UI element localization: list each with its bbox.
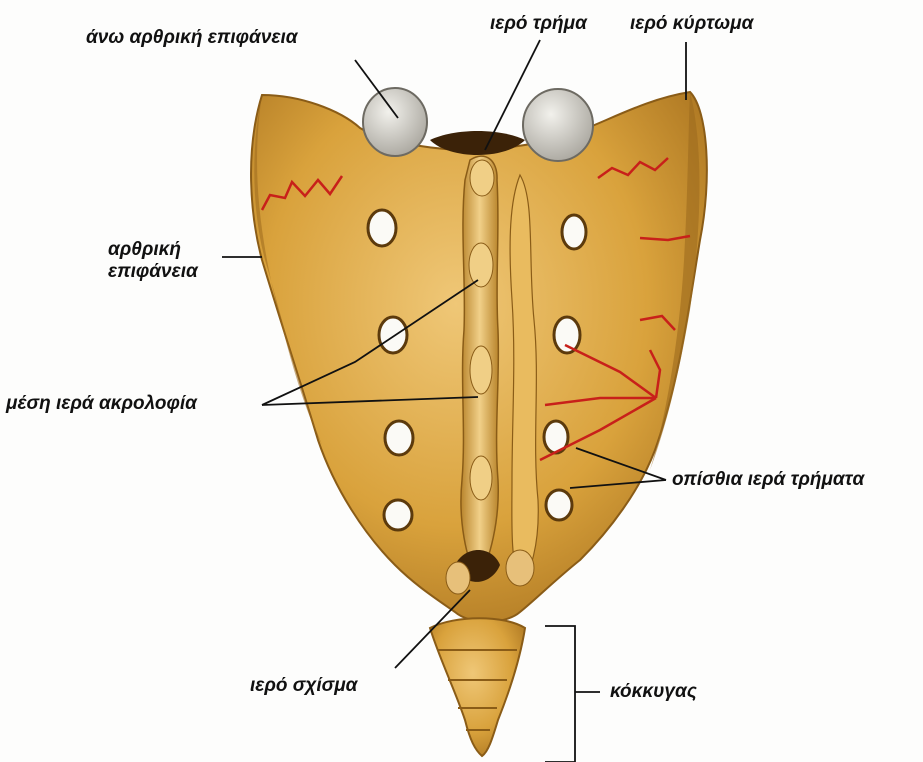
crest-tubercle xyxy=(470,456,492,500)
sacral-cornu-right xyxy=(506,550,534,586)
label-sacral-hiatus: ιερό σχίσμα xyxy=(250,676,357,696)
right-foramen-4 xyxy=(546,490,572,520)
crest-tubercle xyxy=(469,243,493,287)
left-foramen-2 xyxy=(379,317,407,353)
left-superior-articular-cap xyxy=(363,88,427,156)
sacral-cornu-left xyxy=(446,562,470,594)
left-foramen-4 xyxy=(384,500,412,530)
right-superior-articular-cap xyxy=(523,89,593,161)
left-foramen-3 xyxy=(385,421,413,455)
label-sacral-tuberosity: ιερό κύρτωμα xyxy=(630,14,753,34)
label-articular-surface-line2: επιφάνεια xyxy=(108,262,198,282)
right-foramen-1 xyxy=(562,215,586,249)
crest-tubercle xyxy=(470,346,492,394)
label-sacral-canal: ιερό τρήμα xyxy=(490,14,587,34)
label-articular-surface-line1: αρθρική xyxy=(108,240,181,260)
label-upper-articular-surface: άνω αρθρική επιφάνεια xyxy=(86,28,298,48)
coccyx-shape xyxy=(430,618,525,756)
right-foramen-2 xyxy=(554,317,580,353)
crest-tubercle xyxy=(470,160,494,196)
left-foramen-1 xyxy=(368,210,396,246)
label-coccyx: κόκκυγας xyxy=(610,682,697,702)
label-median-sacral-crest: μέση ιερά ακρολοφία xyxy=(6,394,197,414)
label-posterior-sacral-foramina: οπίσθια ιερά τρήματα xyxy=(672,470,864,490)
